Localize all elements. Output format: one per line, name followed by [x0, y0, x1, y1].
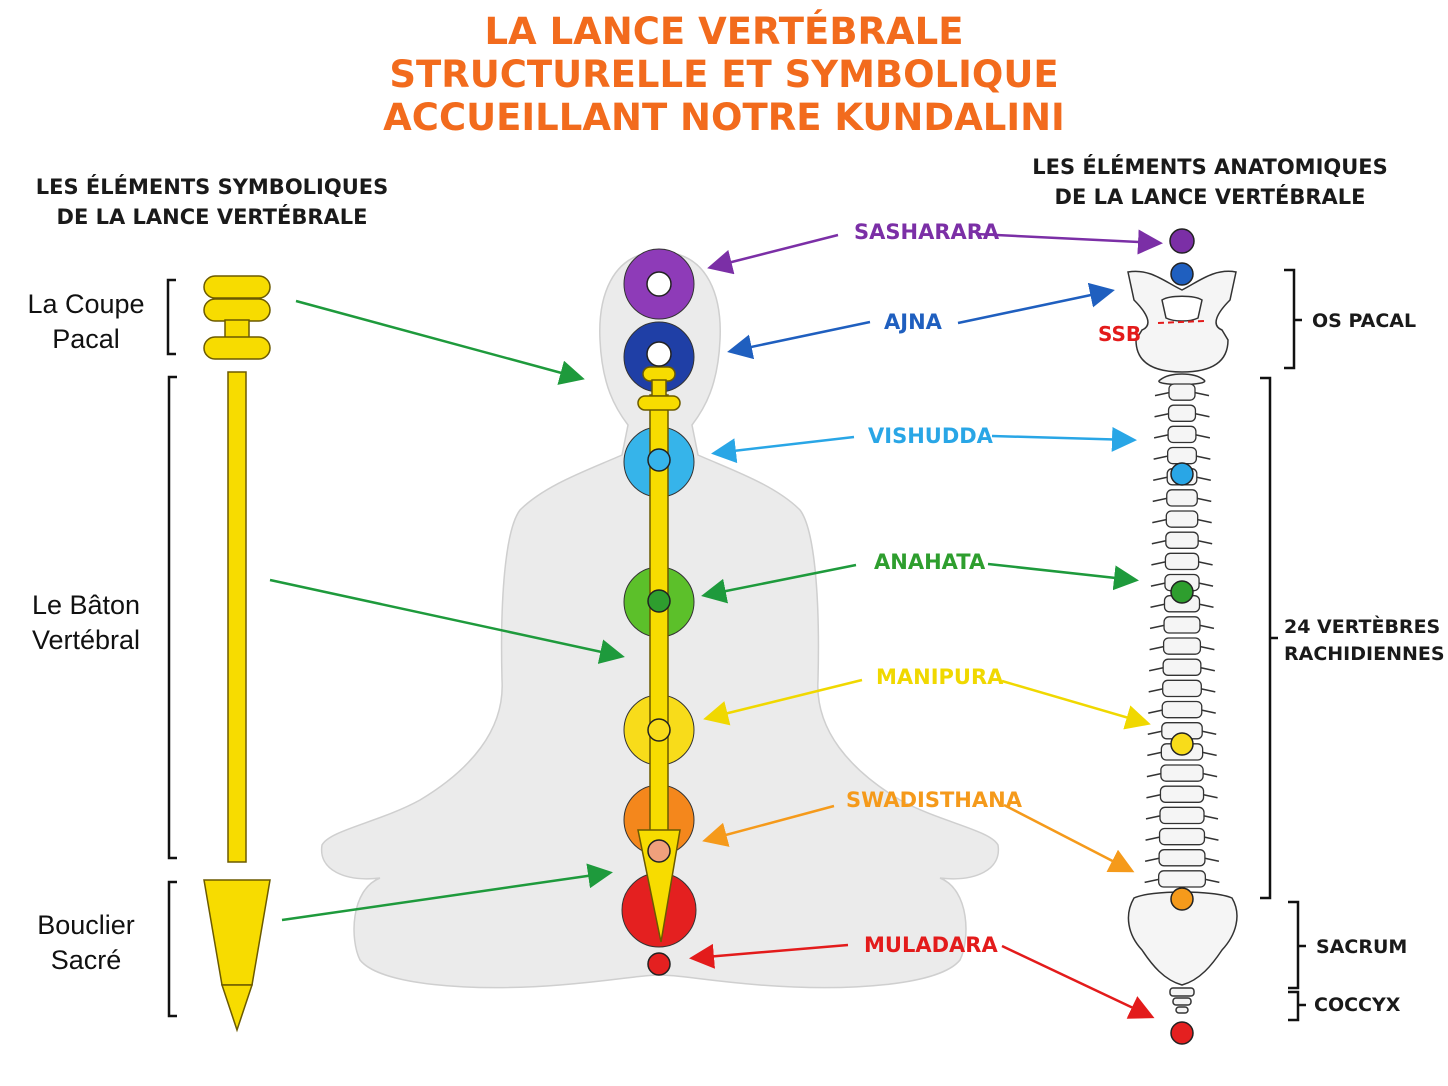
chakra-label-vishudda: VISHUDDA: [868, 424, 993, 448]
vertebra-process: [1151, 561, 1213, 566]
right-header-line-1: LES ÉLÉMENTS ANATOMIQUES: [1032, 155, 1388, 179]
anat-vertebrae-line-1: 24 VERTÈBRES: [1284, 616, 1441, 638]
vertebra-process: [1146, 794, 1218, 799]
vertebra: [1158, 849, 1206, 867]
title-line-1: LA LANCE VERTÉBRALE: [484, 10, 964, 53]
vertebra-process: [1154, 391, 1210, 397]
vertebra: [1166, 489, 1198, 507]
spine-dot-muladara: [1170, 1021, 1194, 1045]
left-header-line-2: DE LA LANCE VERTÉBRALE: [56, 205, 368, 229]
anat-coccyx: COCCYX: [1314, 994, 1401, 1016]
spine-chakra-dots: [1169, 228, 1195, 1045]
spine-dot-vishudda: [1170, 462, 1194, 486]
sacrum-coccyx: [1127, 891, 1238, 1014]
symbolic-arrows: [269, 299, 625, 922]
spine-dot-swadisthana: [1170, 887, 1194, 911]
vertebra-process: [1144, 857, 1220, 862]
right-brackets: [1260, 268, 1306, 1022]
vertebra: [1160, 764, 1204, 782]
vertebrae-stack: [1144, 383, 1220, 888]
chakra-label-sasharara: SASHARARA: [854, 220, 1000, 244]
vertebra: [1165, 510, 1199, 528]
vertebra-process: [1150, 582, 1214, 587]
vertebra: [1159, 806, 1205, 825]
anat-sacrum: SACRUM: [1316, 936, 1408, 958]
vertebra-process: [1145, 815, 1219, 820]
ssb-dashed-line: [1157, 320, 1205, 324]
spine-dot-anahata: [1170, 580, 1194, 604]
vertebra-process: [1153, 476, 1211, 481]
left-header-line-1: LES ÉLÉMENTS SYMBOLIQUES: [35, 175, 389, 199]
vertebra-process: [1145, 836, 1219, 841]
vertebra: [1168, 383, 1196, 401]
vertebra: [1167, 446, 1198, 465]
label-bouclier-line-2: Sacré: [50, 945, 122, 975]
vertebra-process: [1148, 709, 1216, 714]
vertebra-process: [1149, 624, 1215, 630]
title-line-3: ACCUEILLANT NOTRE KUNDALINI: [383, 96, 1065, 139]
vertebra-process: [1147, 751, 1217, 757]
vertebra-process: [1153, 455, 1211, 460]
chakra-label-anahata: ANAHATA: [874, 550, 986, 574]
vertebra: [1167, 404, 1197, 422]
chakra-label-swadisthana: SWADISTHANA: [846, 788, 1022, 812]
vertebra-process: [1147, 730, 1217, 735]
spine-illustration: [1127, 270, 1237, 386]
label-coupe-line-2: Pacal: [52, 324, 120, 354]
anat-os-pacal: OS PACAL: [1312, 310, 1417, 332]
vertebra-process: [1150, 603, 1214, 608]
vertebra: [1162, 679, 1202, 698]
vertebra-process: [1152, 497, 1212, 503]
vertebra: [1162, 637, 1202, 655]
vertebra-process: [1152, 518, 1212, 524]
vertebra: [1158, 827, 1206, 846]
label-bouclier-line-1: Bouclier: [37, 910, 135, 940]
vertebra-process: [1148, 688, 1216, 693]
label-baton-line-1: Le Bâton: [31, 590, 141, 620]
vertebra-process: [1154, 413, 1210, 418]
vertebra: [1167, 425, 1197, 444]
vertebra-process: [1146, 772, 1218, 778]
vertebra-process: [1153, 434, 1211, 439]
label-baton-line-2: Vertébral: [31, 625, 141, 655]
chakra-label-muladara: MULADARA: [864, 933, 998, 957]
chakra-label-ajna: AJNA: [884, 310, 942, 334]
vertebra-process: [1149, 645, 1215, 651]
label-coupe-line-1: La Coupe: [27, 289, 145, 319]
vertebra: [1163, 616, 1201, 634]
vertebra-process: [1148, 667, 1216, 672]
spine-dot-ajna: [1170, 262, 1194, 286]
anat-vertebrae-line-2: RACHIDIENNES: [1284, 643, 1445, 665]
chakra-center-dots: [646, 271, 672, 976]
vertebra: [1162, 658, 1202, 676]
vertebra-process: [1144, 878, 1220, 884]
vertebra: [1164, 552, 1200, 571]
vertebra: [1159, 785, 1205, 803]
title-line-2: STRUCTURELLE ET SYMBOLIQUE: [389, 53, 1059, 96]
vertebra-process: [1151, 540, 1213, 545]
right-header-line-2: DE LA LANCE VERTÉBRALE: [1054, 185, 1366, 209]
chakra-arrows: [689, 229, 1163, 1019]
ssb-label: SSB: [1098, 322, 1142, 346]
symbolic-spear: [203, 275, 271, 1033]
vertebra: [1165, 531, 1199, 549]
chakra-label-manipura: MANIPURA: [876, 665, 1004, 689]
spine-dot-manipura: [1170, 732, 1194, 756]
left-brackets: [166, 278, 177, 1018]
spine-dot-sasharara: [1169, 228, 1195, 254]
vertebra: [1161, 700, 1203, 719]
vertebra: [1158, 870, 1207, 888]
